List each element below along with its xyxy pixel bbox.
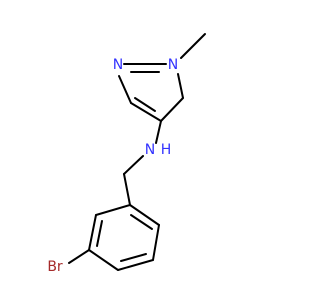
bond-c4-c3-double: [134, 97, 156, 112]
bond-b5-br: [68, 249, 90, 264]
atom-n2-label: N: [113, 57, 123, 73]
bond-b6-b1: [95, 204, 131, 216]
atom-nh-hydrogen-label: H: [161, 142, 172, 158]
bond-b2-b3: [152, 224, 160, 261]
atom-nh-label: N: [145, 142, 155, 158]
bond-b3-b4: [117, 259, 154, 271]
atom-n1-label: N: [168, 57, 178, 73]
bond-c4-c3: [130, 102, 162, 122]
bond-n1-c5: [177, 73, 184, 99]
bonds: [68, 33, 206, 271]
bond-c4-nh: [155, 120, 162, 144]
bond-n1-methyl: [180, 33, 206, 59]
bond-b5-b6: [88, 214, 97, 251]
bond-c5-c4: [160, 97, 184, 122]
atom-labels: N N N H Br: [47, 57, 178, 275]
bond-b1-b2: [129, 204, 160, 226]
bond-b5-b6-inner: [96, 220, 103, 247]
bond-ch2-ring: [123, 173, 131, 206]
bond-b1-b2-inner: [130, 214, 153, 230]
atom-br-label: Br: [47, 259, 63, 275]
molecule-structure: N N N H Br: [47, 33, 206, 275]
bond-c3-n2: [118, 75, 132, 104]
bond-b4-b5: [88, 249, 119, 271]
bond-nh-ch2: [123, 155, 144, 175]
bond-b3-b4-inner: [120, 253, 147, 262]
